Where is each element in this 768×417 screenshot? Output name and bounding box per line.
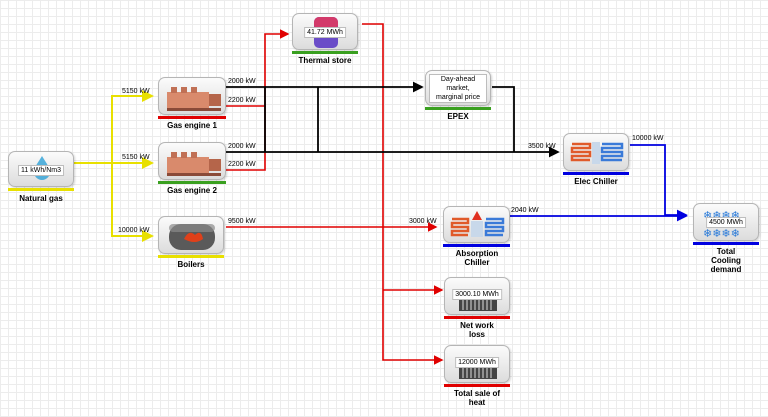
epex-label: EPEX: [447, 112, 469, 121]
elec-chiller-bar: [563, 172, 629, 175]
radiator-icon: [459, 367, 497, 379]
flow-label-boilers-heat: 9500 kW: [228, 218, 256, 225]
natural-gas-label: Natural gas: [19, 194, 63, 203]
gas-engine-2-bar: [158, 181, 226, 184]
flow-label-engine1-heat: 2200 kW: [228, 97, 256, 104]
thermal-store-node[interactable]: 41.72 MWh: [292, 13, 358, 50]
fuel-lines: [74, 90, 154, 242]
engine-icon: [167, 87, 221, 111]
total-sale-of-heat-value: 12000 MWh: [455, 357, 499, 368]
flow-label-gas-to-engine2: 5150 kW: [122, 154, 150, 161]
total-sale-of-heat-node[interactable]: 12000 MWh: [444, 345, 510, 383]
cooling-lines: [510, 144, 688, 222]
flow-label-power-to-elec-chiller: 3500 kW: [528, 143, 556, 150]
gas-engine-1-node[interactable]: [158, 77, 226, 115]
flow-label-elec-chiller-cooling: 10000 kW: [632, 135, 664, 142]
total-cooling-demand-node[interactable]: ❄❄❄❄ ❄❄❄❄ 4500 MWh: [693, 203, 759, 241]
total-cooling-demand-label: Total Cooling demand: [710, 247, 742, 274]
gas-engine-2-label: Gas engine 2: [167, 186, 217, 195]
total-cooling-demand-value: 4500 MWh: [706, 217, 746, 228]
boilers-label: Boilers: [177, 260, 205, 269]
gas-engine-2-node[interactable]: [158, 142, 226, 180]
thermal-store-label: Thermal store: [298, 56, 352, 65]
flow-label-gas-to-boilers: 10000 kW: [118, 227, 150, 234]
net-work-loss-value: 3000.10 MWh: [452, 289, 502, 300]
thermal-store-value: 41.72 MWh: [304, 27, 346, 38]
net-work-loss-bar: [444, 316, 510, 319]
flow-label-engine2-heat: 2200 kW: [228, 161, 256, 168]
gas-engine-1-bar: [158, 116, 226, 119]
total-sale-of-heat-bar: [444, 384, 510, 387]
absorption-chiller-bar: [443, 244, 510, 247]
svg-text:❄❄❄❄: ❄❄❄❄: [703, 227, 740, 240]
absorption-chiller-label: Absorption Chiller: [455, 249, 499, 267]
absorption-chiller-node[interactable]: [443, 206, 510, 243]
elec-chiller-node[interactable]: [563, 133, 629, 171]
epex-bar: [425, 107, 491, 110]
chiller-coil-icon: [570, 142, 624, 164]
heat-lines: [226, 23, 444, 365]
radiator-icon: [459, 299, 497, 311]
flow-label-gas-to-engine1: 5150 kW: [122, 88, 150, 95]
natural-gas-bar: [8, 188, 74, 191]
natural-gas-node[interactable]: 11 kWh/Nm3: [8, 151, 74, 187]
elec-chiller-label: Elec Chiller: [574, 177, 618, 186]
natural-gas-value: 11 kWh/Nm3: [18, 165, 64, 176]
flow-label-heat-to-absorption: 3000 kW: [409, 218, 437, 225]
epex-node[interactable]: Day-ahead market, marginal price: [425, 70, 491, 106]
power-lines: [226, 81, 560, 158]
boilers-node[interactable]: [158, 216, 224, 254]
engine-icon: [167, 152, 221, 176]
total-sale-of-heat-label: Total sale of heat: [453, 389, 501, 407]
chiller-coil-icon: [450, 211, 505, 237]
flow-label-engine2-power: 2000 kW: [228, 143, 256, 150]
boilers-bar: [158, 255, 224, 258]
gas-engine-1-label: Gas engine 1: [167, 121, 217, 130]
net-work-loss-label: Net work loss: [460, 321, 494, 339]
thermal-store-bar: [292, 51, 358, 54]
epex-value: Day-ahead market, marginal price: [429, 74, 487, 103]
flow-label-absorption-cooling: 2040 kW: [511, 207, 539, 214]
boiler-icon: [169, 224, 215, 250]
total-cooling-demand-bar: [693, 242, 759, 245]
net-work-loss-node[interactable]: 3000.10 MWh: [444, 277, 510, 315]
flow-label-engine1-power: 2000 kW: [228, 78, 256, 85]
